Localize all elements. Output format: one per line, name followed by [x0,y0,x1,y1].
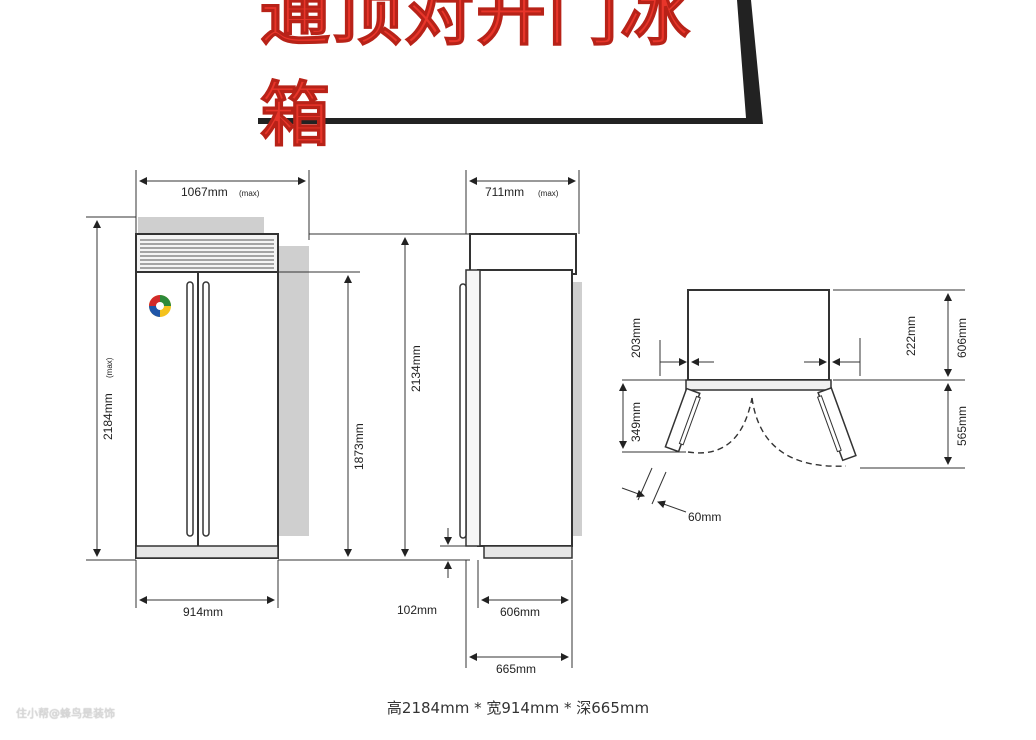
plan-door-line [685,379,832,391]
plan-cabinet [687,289,830,381]
side-handle [459,283,467,539]
side-shadow [572,282,582,536]
dim-depth-max: 711mm [485,185,524,199]
dim-left-swing: 349mm [629,402,643,442]
dim-hinge-offset: 60mm [688,510,721,524]
side-grille-box [469,233,577,275]
side-base [483,545,573,559]
right-swing-arc [751,397,847,467]
dim-plan-depth: 606mm [955,318,969,358]
grille-lines [140,239,274,269]
front-side-shadow [279,246,309,536]
side-view: 2134mm 711mm (max) 102mm 606mm 665mm [309,170,582,676]
dim-right-swing: 565mm [955,406,969,446]
brand-logo-icon [149,295,171,317]
dim-depth-with-door: 665mm [496,662,536,676]
dim-left-clearance: 203mm [629,318,643,358]
title-banner: 通顶对开门冰箱 [0,0,1036,157]
plan-left-door [664,387,701,453]
side-door [465,269,481,547]
dim-height-max-note: (max) [105,357,114,378]
watermark: 住小帮@蜂鸟是装饰 [16,707,115,720]
dim-side-height: 2134mm [409,345,423,392]
left-swing-arc [687,397,753,454]
front-view: 1067mm (max) 2184mm (max) 1873mm 914mm [86,170,366,619]
front-top-shadow [138,217,264,235]
dim-right-clearance: 222mm [904,316,918,356]
dim-toe-kick: 102mm [397,603,437,617]
left-door-handle [186,281,194,537]
dim-depth: 606mm [500,605,540,619]
plan-view: 203mm 222mm 606mm 349mm 565mm 60mm [619,289,969,524]
dimension-caption: 高2184mm * 宽914mm * 深665mm [386,699,650,717]
side-body [477,269,573,547]
dim-width-max: 1067mm [181,185,228,199]
dim-width-max-note: (max) [239,189,260,198]
dim-height-max: 2184mm [101,393,115,440]
dim-width: 914mm [183,605,223,619]
dim-depth-max-note: (max) [538,189,559,198]
dim-door-height: 1873mm [352,423,366,470]
right-door-handle [202,281,210,537]
front-base [135,545,279,559]
plan-right-door [816,386,857,462]
